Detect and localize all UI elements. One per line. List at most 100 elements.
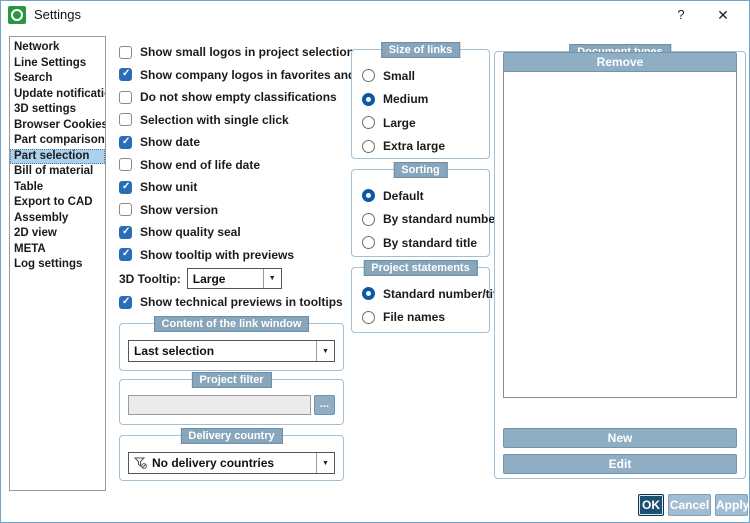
radio-row-small[interactable]: Small xyxy=(352,64,489,88)
sidebar-item-table[interactable]: Table xyxy=(14,180,44,193)
checkbox[interactable] xyxy=(119,295,132,309)
radio-label: Standard number/title xyxy=(383,286,508,301)
sidebar-item-browser-cookies[interactable]: Browser Cookies xyxy=(14,118,105,131)
checkbox-row[interactable]: Show end of life date xyxy=(119,154,349,177)
radio-label: File names xyxy=(383,310,446,325)
help-button[interactable]: ? xyxy=(677,7,685,22)
sidebar-item-assembly[interactable]: Assembly xyxy=(14,211,69,224)
checkbox[interactable] xyxy=(119,45,132,59)
checkbox-label: Show unit xyxy=(140,180,198,195)
radio-label: By standard number xyxy=(383,212,500,227)
3d-tooltip-row: 3D Tooltip: Large ▼ xyxy=(119,266,349,291)
checkbox-row[interactable]: Show company logos in favorites and link… xyxy=(119,64,386,87)
app-logo-icon xyxy=(8,6,26,24)
sidebar-item-2d-view[interactable]: 2D view xyxy=(14,227,57,239)
checkbox[interactable] xyxy=(119,90,132,104)
new-button[interactable]: New xyxy=(503,428,737,448)
radio-row-file-names[interactable]: File names xyxy=(352,306,489,330)
sidebar-item-export-to-cad[interactable]: Export to CAD xyxy=(14,196,93,208)
sidebar-item-meta[interactable]: META xyxy=(14,242,46,255)
radio-button[interactable] xyxy=(362,287,375,301)
radio-button[interactable] xyxy=(362,236,375,250)
checkbox-label: Show end of life date xyxy=(140,157,261,172)
sidebar-item-bill-of-material[interactable]: Bill of material xyxy=(14,165,94,177)
group-project-statements-title: Project statements xyxy=(363,260,478,276)
checkbox-label: Selection with single click xyxy=(140,112,289,127)
ok-button[interactable]: OK xyxy=(638,494,664,516)
radio-button[interactable] xyxy=(362,310,375,324)
checkbox-row[interactable]: Show tooltip with previews xyxy=(119,244,349,267)
sidebar-item-part-comparison[interactable]: Part comparison xyxy=(14,134,105,146)
radio-button[interactable] xyxy=(362,212,375,226)
project-filter-input[interactable] xyxy=(128,395,311,415)
browse-button[interactable]: ... xyxy=(314,395,335,415)
checkbox-row[interactable]: Show unit xyxy=(119,176,349,199)
checkbox[interactable] xyxy=(119,203,132,217)
checkbox-row[interactable]: Show small logos in project selection xyxy=(119,41,354,64)
cancel-button[interactable]: Cancel xyxy=(668,494,711,516)
radio-row-large[interactable]: Large xyxy=(352,111,489,135)
checkbox[interactable] xyxy=(119,135,132,149)
close-icon[interactable]: ✕ xyxy=(717,7,729,23)
link-window-dropdown[interactable]: Last selection ▼ xyxy=(128,340,335,362)
sidebar-item-search[interactable]: Search xyxy=(14,72,53,84)
radio-button[interactable] xyxy=(362,69,375,83)
3d-tooltip-dropdown[interactable]: Large ▼ xyxy=(186,268,282,289)
radio-row-medium[interactable]: Medium xyxy=(352,88,489,112)
radio-button[interactable] xyxy=(362,139,375,153)
checkbox-row[interactable]: Show date xyxy=(119,131,349,154)
document-types-list[interactable] xyxy=(503,65,737,398)
sorting-options: Default By standard number By standard tit… xyxy=(352,170,500,255)
sidebar-item-update-notification[interactable]: Update notification xyxy=(14,87,105,100)
checkbox[interactable] xyxy=(119,180,132,194)
radio-row-by-standard-number[interactable]: By standard number xyxy=(352,208,500,232)
radio-row-extra-large[interactable]: Extra large xyxy=(352,135,489,159)
chevron-down-icon[interactable]: ▼ xyxy=(316,453,334,473)
checkbox-label: Show small logos in project selection xyxy=(140,45,355,60)
3d-tooltip-value: Large xyxy=(192,271,226,286)
edit-button[interactable]: Edit xyxy=(503,454,737,474)
group-project-filter-title: Project filter xyxy=(191,372,272,388)
remove-button[interactable]: Remove xyxy=(503,52,737,72)
checkbox[interactable] xyxy=(119,248,132,262)
checkbox-row[interactable]: Selection with single click xyxy=(119,109,349,132)
checkbox-row[interactable]: Show quality seal xyxy=(119,221,349,244)
checkbox-row[interactable]: Do not show empty classifications xyxy=(119,86,349,109)
sidebar-item-network[interactable]: Network xyxy=(14,41,60,53)
radio-button[interactable] xyxy=(362,116,375,130)
group-link-window-title: Content of the link window xyxy=(153,316,310,332)
radio-label: By standard title xyxy=(383,235,478,250)
checkbox-label: Do not show empty classifications xyxy=(140,90,337,105)
radio-label: Extra large xyxy=(383,139,446,154)
radio-label: Default xyxy=(383,188,424,203)
sidebar-item-3d-settings[interactable]: 3D settings xyxy=(14,103,76,115)
apply-button[interactable]: Apply xyxy=(715,494,749,516)
radio-row-by-standard-title[interactable]: By standard title xyxy=(352,231,489,255)
sidebar-item-log-settings[interactable]: Log settings xyxy=(14,258,83,270)
chevron-down-icon[interactable]: ▼ xyxy=(262,269,281,288)
radio-button[interactable] xyxy=(362,92,375,106)
chevron-down-icon[interactable]: ▼ xyxy=(316,341,334,361)
checkbox[interactable] xyxy=(119,158,132,172)
radio-row-default[interactable]: Default xyxy=(352,184,489,208)
checkbox[interactable] xyxy=(119,113,132,127)
sidebar-item-part-selection[interactable]: Part selection xyxy=(10,148,105,164)
checkbox[interactable] xyxy=(119,225,132,239)
checkbox[interactable] xyxy=(119,68,132,82)
group-link-window: Content of the link window Last selectio… xyxy=(119,316,344,371)
radio-row-standard-number-title[interactable]: Standard number/title xyxy=(352,282,507,306)
checkbox-row[interactable]: Show version xyxy=(119,199,349,222)
checkbox-row[interactable]: Show technical previews in tooltips xyxy=(119,291,349,314)
delivery-country-dropdown[interactable]: No delivery countries ▼ xyxy=(128,452,335,474)
sidebar-item-line-settings[interactable]: Line Settings xyxy=(14,56,87,69)
radio-button[interactable] xyxy=(362,189,375,203)
group-size-of-links-title: Size of links xyxy=(380,42,461,58)
checkbox-label: Show technical previews in tooltips xyxy=(140,295,343,310)
radio-label: Large xyxy=(383,115,416,130)
